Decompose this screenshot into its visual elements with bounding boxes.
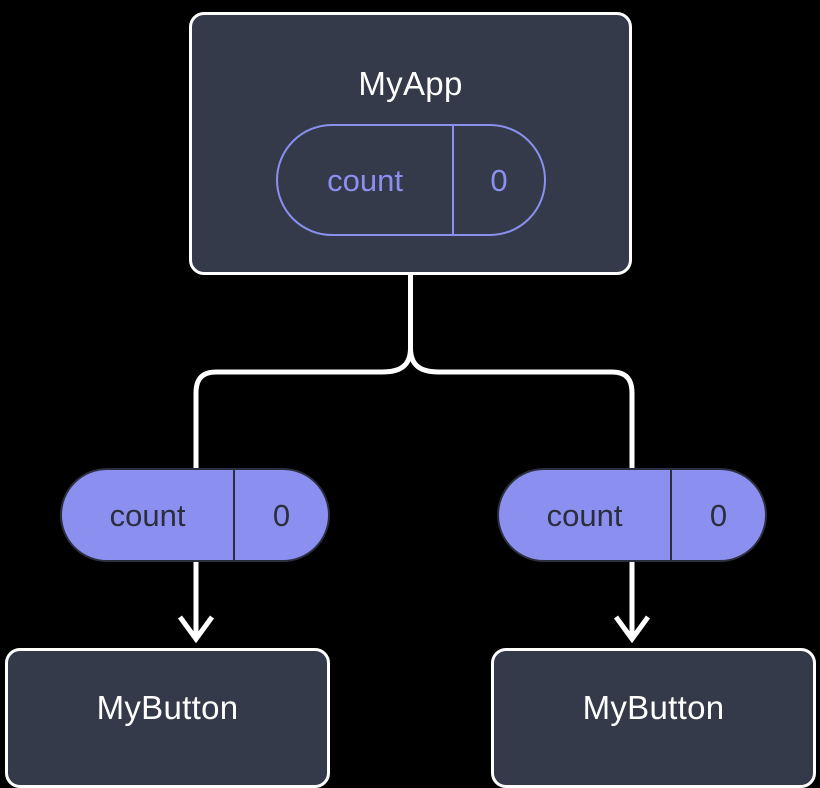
component-box-mybutton-right[interactable]: MyButton <box>491 648 816 788</box>
connector-fork-left <box>193 347 413 468</box>
state-pill-value: 0 <box>452 126 544 234</box>
props-pill-right-count[interactable]: count 0 <box>497 468 767 562</box>
props-pill-key: count <box>546 497 623 533</box>
props-pill-left-count[interactable]: count 0 <box>60 468 330 562</box>
component-box-mybutton-left[interactable]: MyButton <box>5 648 330 788</box>
diagram-canvas: MyApp count 0 count 0 MyButton count 0 M… <box>5 12 816 788</box>
state-pill-myapp-count[interactable]: count 0 <box>276 124 546 236</box>
connector-fork-right <box>408 347 635 468</box>
arrow-left-head <box>177 615 215 644</box>
component-title-myapp: MyApp <box>358 65 463 102</box>
component-title-mybutton-right: MyButton <box>582 689 725 726</box>
props-pill-key: count <box>109 497 186 533</box>
component-title-mybutton-left: MyButton <box>96 689 239 726</box>
arrow-right-head <box>613 615 651 644</box>
props-pill-value: 0 <box>670 470 765 560</box>
state-pill-key: count <box>327 162 403 198</box>
props-pill-value: 0 <box>233 470 328 560</box>
